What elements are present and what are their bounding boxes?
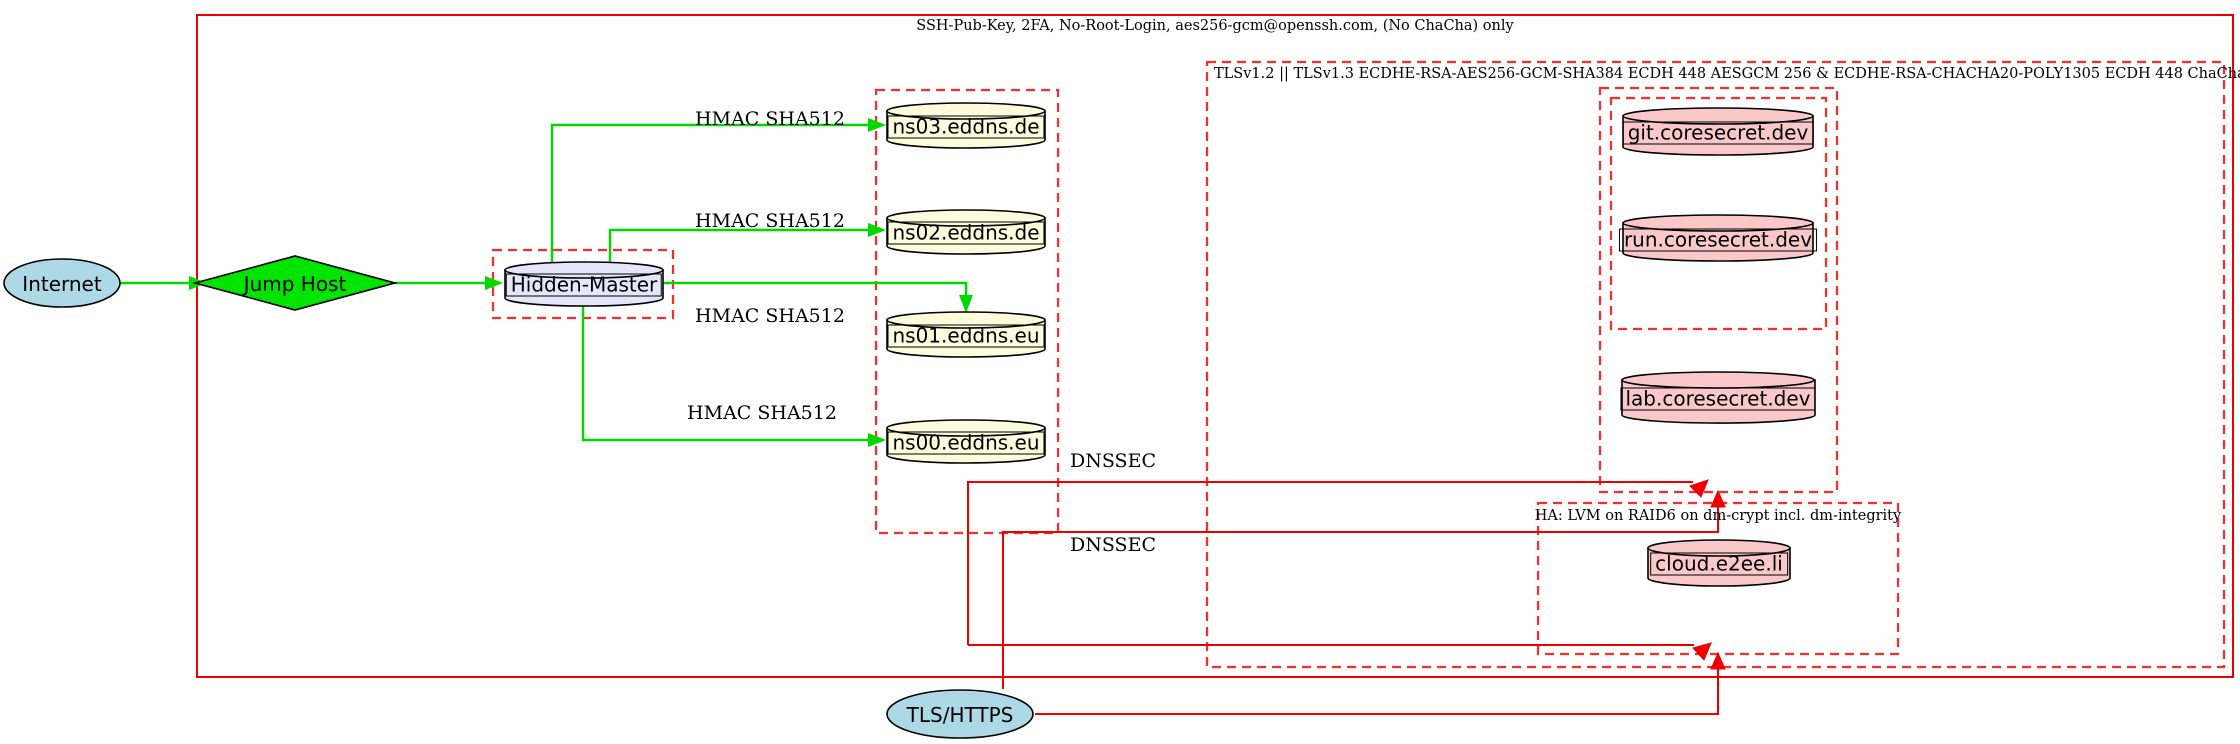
edge-tls-to-ha <box>1035 669 1719 715</box>
cloud-node-label: cloud.e2ee.li <box>1650 552 1788 576</box>
arrowhead-ns03 <box>868 118 886 132</box>
eddns-cluster-box <box>874 88 1060 535</box>
arrowhead-ns02 <box>868 223 886 237</box>
internet-node-label: Internet <box>22 272 102 296</box>
tls-https-node-label: TLS/HTTPS <box>906 703 1014 727</box>
ns01-node-label: ns01.eddns.eu <box>887 324 1045 348</box>
edge-hiddenmaster-ns01 <box>663 281 968 296</box>
edge-tls-to-coresecret <box>1002 506 1719 689</box>
ssh-cluster-label: SSH-Pub-Key, 2FA, No-Root-Login, aes256-… <box>916 18 1514 34</box>
ns03-node-shape <box>886 102 1046 149</box>
tls-cluster-label: TLSv1.2 || TLSv1.3 ECDHE-RSA-AES256-GCM-… <box>1214 66 2240 82</box>
hidden-master-node-label: Hidden-Master <box>505 273 663 297</box>
arrowhead-hiddenmaster <box>485 276 503 290</box>
git-node-label: git.coresecret.dev <box>1622 121 1814 145</box>
internet-node-shape <box>3 258 121 308</box>
tls-https-node-shape <box>886 689 1034 739</box>
ns00-node-label: ns00.eddns.eu <box>887 431 1045 455</box>
ha-cluster-label: HA: LVM on RAID6 on dm-crypt incl. dm-in… <box>1534 508 1902 524</box>
lab-node-shape <box>1621 371 1816 424</box>
hmac-edge-label-ns03: HMAC SHA512 <box>695 108 845 130</box>
hmac-edge-label-ns00: HMAC SHA512 <box>687 402 837 424</box>
arrowhead-dnssec-ha <box>1692 642 1712 661</box>
hmac-edge-label-ns02: HMAC SHA512 <box>695 210 845 232</box>
edge-hiddenmaster-ns00 <box>581 306 869 442</box>
hmac-edge-label-ns01: HMAC SHA512 <box>695 305 845 327</box>
ssh-outer-cluster-box <box>196 14 2234 678</box>
arrowhead-dnssec-coresecret <box>1689 479 1709 498</box>
edge-dnssec-to-coresecret <box>967 481 1693 645</box>
jump-host-node-label: Jump Host <box>243 272 347 296</box>
ns01-node-shape <box>886 311 1046 358</box>
jump-host-node-shape <box>191 255 399 311</box>
ns03-node-label: ns03.eddns.de <box>887 115 1045 139</box>
arrowhead-tls-coresecret <box>1710 489 1726 508</box>
ns02-node-label: ns02.eddns.de <box>887 221 1045 245</box>
run-node-label: run.coresecret.dev <box>1618 228 1818 252</box>
git-node-shape <box>1622 107 1814 156</box>
coresecret-outer-cluster-box <box>1598 86 1839 494</box>
edge-hiddenmaster-ns02 <box>608 228 869 266</box>
arrowhead-ns00 <box>868 433 886 447</box>
dnssec-edge-label-2: DNSSEC <box>1070 534 1156 556</box>
arrowhead-tls-ha <box>1710 651 1726 670</box>
dnssec-edge-label-1: DNSSEC <box>1070 450 1156 472</box>
cloud-node-shape <box>1647 539 1791 587</box>
coresecret-inner-cluster-box <box>1609 96 1828 331</box>
edge-hiddenmaster-ns03 <box>550 123 869 266</box>
arrowhead-ns01 <box>959 295 973 313</box>
lab-node-label: lab.coresecret.dev <box>1620 387 1816 411</box>
